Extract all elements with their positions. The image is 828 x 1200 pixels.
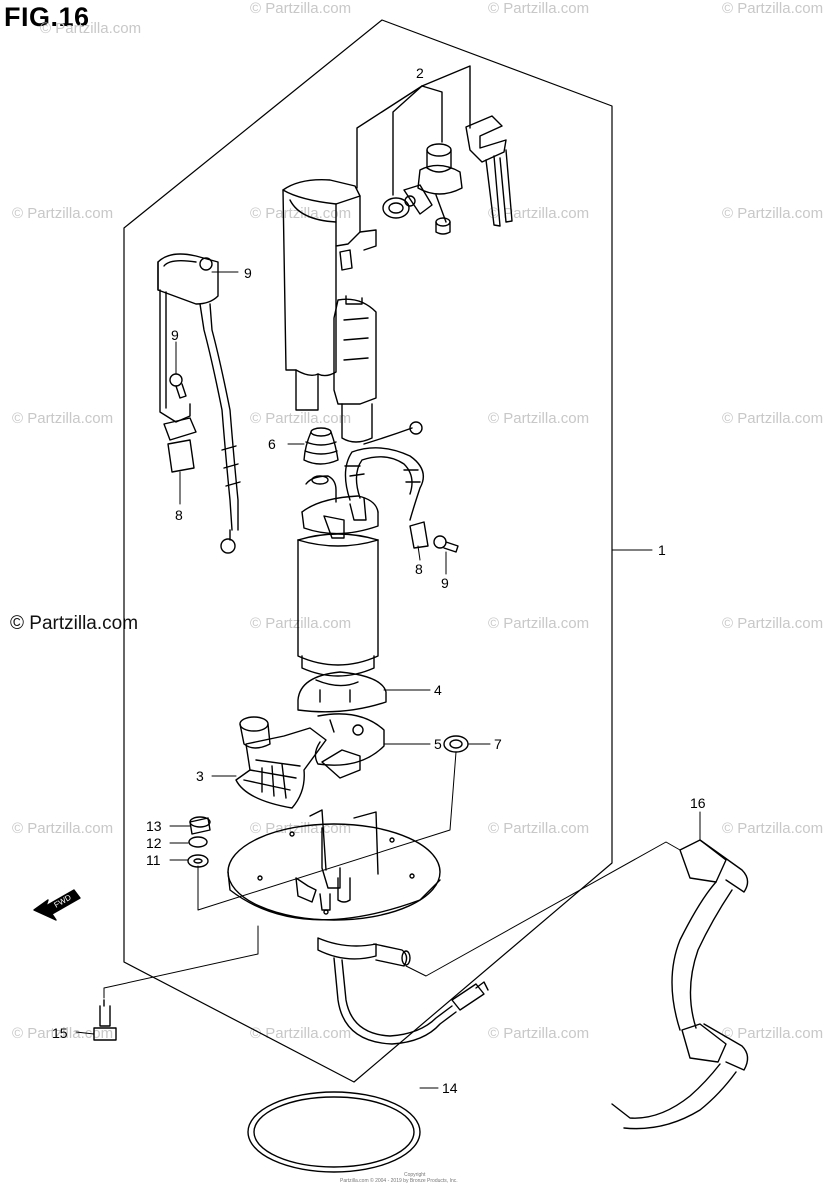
watermark: © Partzilla.com (250, 0, 352, 17)
pump-spacer (314, 713, 385, 779)
callout-14: 14 (442, 1080, 458, 1096)
washer (188, 836, 208, 848)
pressure-regulator-set (356, 65, 513, 235)
watermark: © Partzilla.com (40, 20, 142, 37)
watermark: © Partzilla.com (722, 0, 824, 17)
callout-8: 8 (415, 561, 423, 577)
watermark: © Partzilla.com (488, 615, 590, 632)
wire-bracket-left (167, 439, 195, 473)
callout-7: 7 (494, 736, 502, 752)
main-watermark: © Partzilla.com (10, 613, 139, 634)
watermark: © Partzilla.com (250, 1025, 352, 1042)
fuel-pump-motor (297, 475, 379, 677)
fuel-pump-plate (227, 809, 441, 967)
assembly-outline (123, 19, 613, 1083)
callout-9: 9 (171, 327, 179, 343)
pump-housing (282, 179, 377, 443)
watermark: © Partzilla.com (488, 1025, 590, 1042)
watermark: © Partzilla.com (488, 410, 590, 427)
watermark: © Partzilla.com (722, 1025, 824, 1042)
callout-12: 12 (146, 835, 162, 851)
callout-3: 3 (196, 768, 204, 784)
pump-holder (297, 671, 387, 713)
pump-wire-harness (344, 421, 424, 521)
watermark: © Partzilla.com (488, 205, 590, 222)
copyright-line: Partzilla.com © 2004 - 2019 by Bronze Pr… (340, 1177, 458, 1184)
callout-15: 15 (52, 1025, 68, 1041)
o-ring-small (443, 735, 469, 753)
pump-rubber-boot (303, 427, 339, 465)
callout-2: 2 (416, 65, 424, 81)
callout-1: 1 (658, 542, 666, 558)
bolt (93, 999, 117, 1041)
lock-washer (187, 854, 209, 868)
callout-8: 8 (175, 507, 183, 523)
watermark: © Partzilla.com (250, 205, 352, 222)
callout-5: 5 (434, 736, 442, 752)
watermark: © Partzilla.com (12, 410, 114, 427)
watermark: © Partzilla.com (722, 410, 824, 427)
callout-6: 6 (268, 436, 276, 452)
callout-4: 4 (434, 682, 442, 698)
watermark: © Partzilla.com (12, 205, 114, 222)
gasket (247, 1091, 421, 1173)
earth-lead-bracket (157, 253, 241, 554)
callout-13: 13 (146, 818, 162, 834)
watermark: © Partzilla.com (488, 820, 590, 837)
watermark: © Partzilla.com (12, 820, 114, 837)
callout-11: 11 (146, 852, 161, 868)
callout-16: 16 (690, 795, 706, 811)
watermark: © Partzilla.com (722, 205, 824, 222)
fuel-hose (611, 839, 749, 1130)
plate-wire-harness (333, 957, 489, 1045)
screw-right (433, 535, 459, 553)
screw-left (169, 373, 187, 399)
watermark: © Partzilla.com (250, 615, 352, 632)
watermark: © Partzilla.com (250, 410, 352, 427)
copyright-line: Copyright (404, 1172, 426, 1178)
callout-10: 9 (244, 265, 252, 281)
wire-bracket-right (409, 521, 429, 549)
callout-9: 9 (441, 575, 449, 591)
nut (189, 816, 211, 835)
watermark: © Partzilla.com (12, 1025, 114, 1042)
watermark: © Partzilla.com (722, 820, 824, 837)
watermark: © Partzilla.com (488, 0, 590, 17)
forward-arrow-icon (33, 889, 81, 921)
fuel-strainer (235, 716, 327, 809)
figure-title: FIG.16 (4, 2, 90, 32)
watermark: © Partzilla.com (722, 615, 824, 632)
